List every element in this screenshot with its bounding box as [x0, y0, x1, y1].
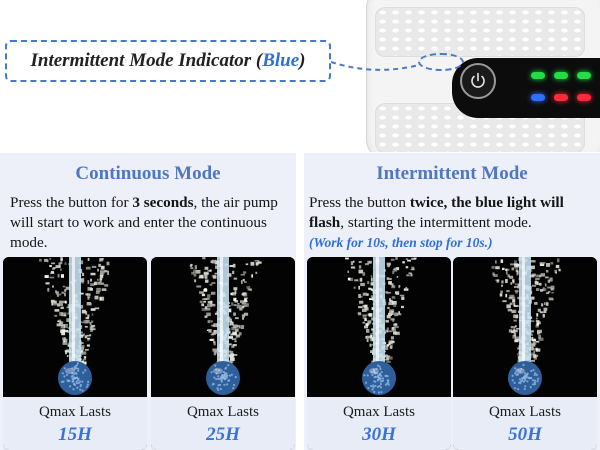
- continuous-desc-bold: 3 seconds: [132, 194, 194, 211]
- runtime-card-50h: Qmax Lasts 50H: [453, 257, 597, 450]
- runtime-value: 50H: [508, 424, 542, 445]
- led-green-1: [531, 72, 545, 79]
- led-green-2: [554, 72, 568, 79]
- led-green-3: [577, 72, 591, 79]
- intermittent-mode-panel: Intermittent Mode Press the button twice…: [304, 153, 600, 450]
- air-stone-bubbles-image: [151, 257, 295, 397]
- intermittent-mode-note: (Work for 10s, then stop for 10s.): [309, 235, 493, 250]
- continuous-mode-panel: Continuous Mode Press the button for 3 s…: [0, 153, 296, 450]
- runtime-stat: Qmax Lasts 50H: [453, 397, 597, 450]
- intermittent-desc-bold: twice, the blue light will flash: [309, 194, 564, 231]
- intermittent-desc-post: , starting the intermittent mode.: [340, 214, 532, 231]
- continuous-desc-pre: Press the button for: [10, 194, 133, 211]
- runtime-card-15h: Qmax Lasts 15H: [3, 257, 147, 450]
- intermittent-indicator-label: Intermittent Mode Indicator (Blue): [5, 40, 331, 82]
- indicator-highlight-ellipse: [418, 53, 464, 71]
- intermittent-desc-pre: Press the button: [309, 194, 410, 211]
- air-stone-bubbles-image: [3, 257, 147, 397]
- runtime-card-30h: Qmax Lasts 30H: [307, 257, 451, 450]
- led-blue: [531, 94, 545, 101]
- indicator-label-suffix: ): [299, 50, 306, 71]
- continuous-mode-description: Press the button for 3 seconds, the air …: [10, 193, 292, 253]
- runtime-label: Qmax Lasts: [38, 404, 112, 420]
- runtime-stat: Qmax Lasts 25H: [151, 397, 295, 450]
- air-stone-bubbles-image: [307, 257, 451, 397]
- runtime-stat: Qmax Lasts 30H: [307, 397, 451, 450]
- vent-grille-top: [375, 7, 585, 57]
- runtime-value: 25H: [206, 424, 240, 445]
- runtime-label: Qmax Lasts: [488, 404, 562, 420]
- product-header: Intermittent Mode Indicator (Blue): [0, 0, 600, 152]
- continuous-mode-title: Continuous Mode: [75, 163, 221, 184]
- air-stone-bubbles-image: [453, 257, 597, 397]
- runtime-stat: Qmax Lasts 15H: [3, 397, 147, 450]
- runtime-card-25h: Qmax Lasts 25H: [151, 257, 295, 450]
- power-icon: [471, 72, 485, 88]
- indicator-color-word: Blue: [262, 50, 300, 71]
- runtime-value: 15H: [58, 424, 92, 445]
- continuous-desc-post: , the air pump will start to work and en…: [10, 194, 278, 251]
- runtime-label: Qmax Lasts: [186, 404, 260, 420]
- led-red-2: [577, 94, 591, 101]
- led-red-1: [554, 94, 568, 101]
- runtime-label: Qmax Lasts: [342, 404, 416, 420]
- indicator-label-prefix: Intermittent Mode Indicator (: [30, 50, 263, 71]
- runtime-value: 30H: [362, 424, 396, 445]
- power-button[interactable]: [460, 63, 496, 99]
- intermittent-mode-title: Intermittent Mode: [376, 163, 528, 184]
- intermittent-mode-description: Press the button twice, the blue light w…: [309, 193, 600, 253]
